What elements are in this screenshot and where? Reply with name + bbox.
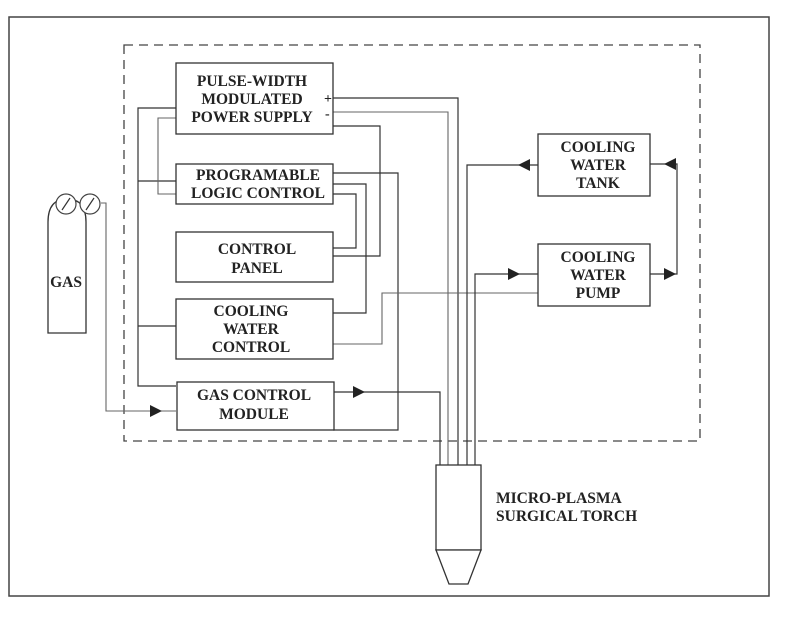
tank-line-3: TANK [576,175,620,192]
power-supply-line-2: MODULATED [201,91,302,108]
plc-line-2: LOGIC CONTROL [191,185,325,202]
outer-frame [8,16,770,597]
wire-ps-panel [333,125,381,257]
block-power-supply: PULSE-WIDTH MODULATED POWER SUPPLY + - [175,62,334,135]
positive-terminal: + [324,92,332,107]
block-gas-control-module: GAS CONTROL MODULE [176,381,335,431]
arrow-tank-out [518,159,530,171]
wire-cwc-pump [333,292,538,345]
arrow-gas-in [150,405,162,417]
block-cooling-water-tank: COOLING WATER TANK [537,133,651,197]
wire-torch-pump [474,273,538,465]
wire-ps-negative [333,111,449,465]
torch-body [435,464,482,551]
wire-gas-cylinder-module [101,202,176,412]
block-plc: PROGRAMABLE LOGIC CONTROL [175,163,334,205]
tank-line-1: COOLING [561,139,636,156]
wire-plc-bus [137,107,176,387]
wire-tank-torch [466,164,538,465]
block-cooling-water-pump: COOLING WATER PUMP [537,243,651,307]
gas-cylinder-body [47,198,87,334]
gas-control-line-2: MODULE [219,406,289,423]
wire-plc-gas [333,172,399,431]
control-panel-line-2: PANEL [231,260,282,277]
pump-line-2: WATER [570,267,627,284]
wire-pump-tank [650,163,678,275]
torch-nozzle [435,549,482,585]
arrow-pump-in [508,268,520,280]
wire-plc-cwc [333,183,367,314]
plc-line-1: PROGRAMABLE [196,167,320,184]
micro-plasma-torch: MICRO-PLASMA SURGICAL TORCH [435,464,637,585]
arrow-gas-out [353,386,365,398]
wire-plc-panel [333,193,357,249]
pump-line-1: COOLING [561,249,636,266]
cwc-line-3: CONTROL [212,339,290,356]
control-panel-line-1: CONTROL [218,241,296,258]
power-supply-line-1: PULSE-WIDTH [197,73,307,90]
wire-gas-torch [333,391,441,465]
arrow-pump-out [664,268,676,280]
arrows [150,158,676,417]
tank-line-2: WATER [570,157,627,174]
torch-label-line-2: SURGICAL TORCH [496,508,637,525]
arrow-tank-in [664,158,676,170]
block-cooling-water-control: COOLING WATER CONTROL [175,298,334,360]
power-supply-line-3: POWER SUPPLY [191,109,312,126]
pump-line-3: PUMP [576,285,621,302]
negative-terminal: - [325,107,330,122]
gas-control-line-1: GAS CONTROL [197,387,311,404]
wire-ps-plc [157,117,176,195]
wire-ps-positive [333,97,459,465]
block-control-panel: CONTROL PANEL [175,231,334,283]
torch-label-line-1: MICRO-PLASMA [496,490,623,507]
gas-cylinder-label: GAS [50,274,82,291]
wires [101,97,678,465]
cwc-line-1: COOLING [214,303,289,320]
system-enclosure [123,44,701,442]
gas-cylinder: GAS [47,193,101,334]
cwc-line-2: WATER [223,321,280,338]
